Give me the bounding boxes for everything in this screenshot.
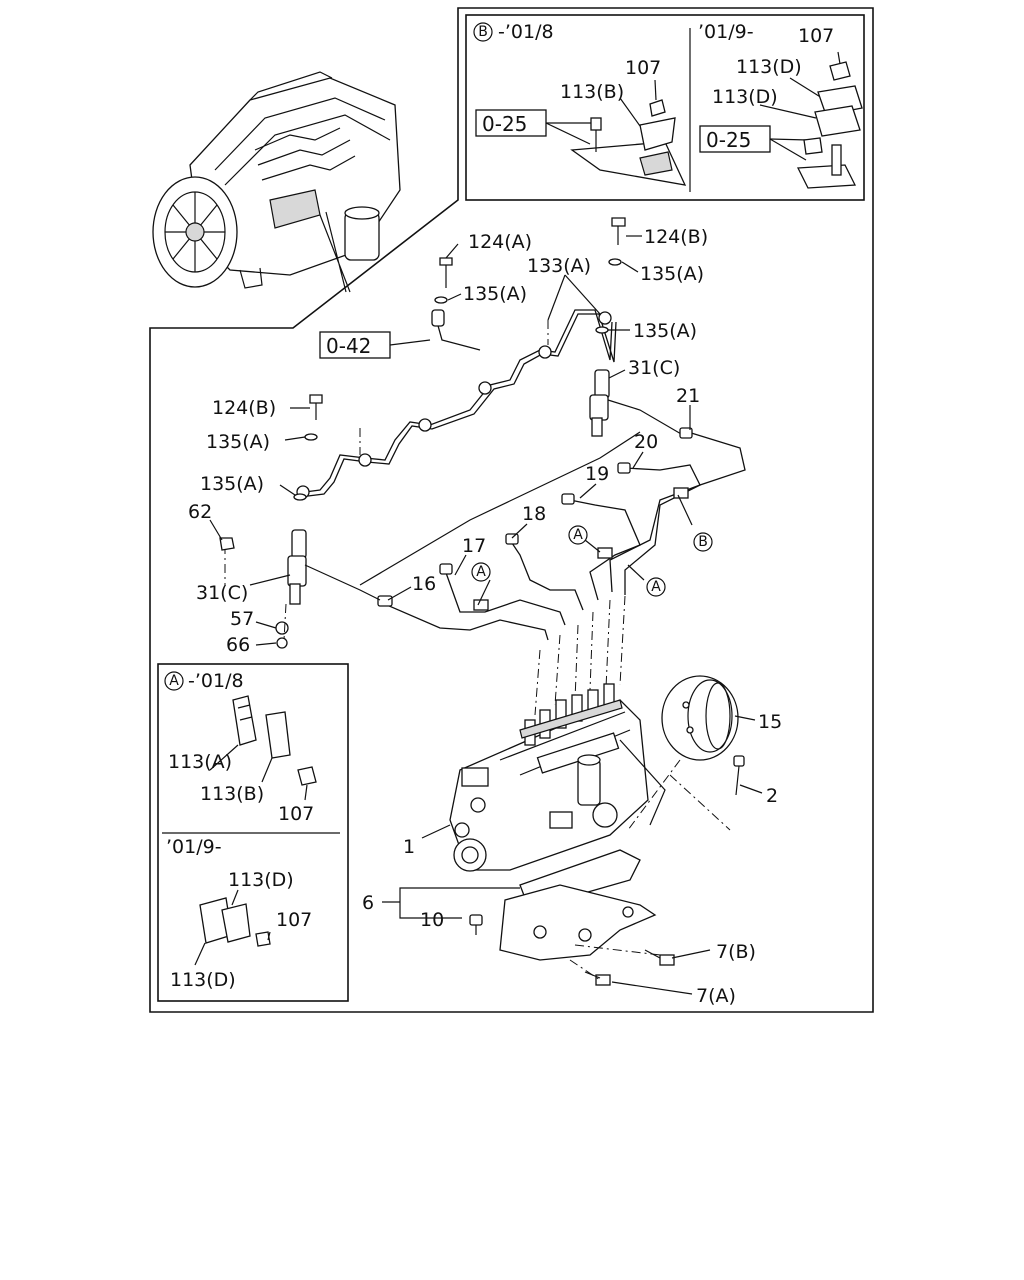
marker-a-3: A xyxy=(651,579,661,595)
callout-135a-5: 135(A) xyxy=(200,473,264,495)
marker-a-1: A xyxy=(573,527,583,543)
detail-a-marker: A xyxy=(169,673,179,689)
engine-overview-illustration xyxy=(152,71,401,293)
callout-124b-left: 124(B) xyxy=(212,397,276,419)
callout-124a: 124(A) xyxy=(468,231,532,253)
marker-a-2: A xyxy=(476,564,486,580)
callout-124b-top: 124(B) xyxy=(644,226,708,248)
callout-135a-2: 135(A) xyxy=(463,283,527,305)
callout-135a-4: 135(A) xyxy=(206,431,270,453)
detail-a-bottom-label-113d-1: 113(D) xyxy=(228,869,294,891)
callout-57: 57 xyxy=(230,608,254,630)
pump-bracket xyxy=(469,849,675,986)
detail-a-top-title: -’01/8 xyxy=(188,670,244,692)
injector-top xyxy=(589,369,689,439)
detail-a-panel: A -’01/8 113(A) 113(B) 107 ’01/9- 113(D)… xyxy=(157,663,349,1002)
detail-b-left-label-113b: 113(B) xyxy=(560,81,624,103)
detail-a-bottom-title: ’01/9- xyxy=(166,836,222,858)
callout-7a: 7(A) xyxy=(696,985,736,1007)
callout-31c-top: 31(C) xyxy=(628,357,680,379)
callout-labels: 124(A) 124(B) 133(A) 135(A) 135(A) 135(A… xyxy=(188,226,782,1007)
callout-7b: 7(B) xyxy=(716,941,756,963)
ref-0-42: 0-42 xyxy=(326,334,371,358)
callout-leaders xyxy=(209,235,763,995)
callout-66: 66 xyxy=(226,634,250,656)
main-diagram-frame xyxy=(149,7,874,1013)
callout-135a-3: 135(A) xyxy=(633,320,697,342)
timer-assembly xyxy=(627,675,745,831)
detail-b-marker: B xyxy=(478,24,488,40)
callout-10: 10 xyxy=(420,909,444,931)
callout-15: 15 xyxy=(758,711,782,733)
detail-a-bottom-label-107: 107 xyxy=(276,909,312,931)
callout-21: 21 xyxy=(676,385,700,407)
callout-16: 16 xyxy=(412,573,436,595)
injector-left xyxy=(219,529,307,649)
callout-6: 6 xyxy=(362,892,374,914)
callout-135a-1: 135(A) xyxy=(640,263,704,285)
circle-markers: A A A B xyxy=(471,525,713,597)
callout-20: 20 xyxy=(634,431,658,453)
callout-1: 1 xyxy=(403,836,415,858)
callout-31c-left: 31(C) xyxy=(196,582,248,604)
detail-b-panel: B -’01/8 ’01/9- 107 113(B) 0-25 107 113(… xyxy=(465,14,865,201)
detail-b-right-label-107: 107 xyxy=(798,25,834,47)
detail-b-right-ref-box xyxy=(699,125,771,153)
detail-b-left-title: -’01/8 xyxy=(498,21,554,43)
detail-b-right-label-113d-2: 113(D) xyxy=(712,86,778,108)
injection-pump xyxy=(449,683,666,872)
detail-a-top-label-113a: 113(A) xyxy=(168,751,232,773)
detail-b-right-label-113d-1: 113(D) xyxy=(736,56,802,78)
callout-62: 62 xyxy=(188,501,212,523)
detail-a-top-label-113b: 113(B) xyxy=(200,783,264,805)
detail-a-top-label-107: 107 xyxy=(278,803,314,825)
detail-b-left-label-107: 107 xyxy=(625,57,661,79)
marker-b-1: B xyxy=(698,534,708,550)
callout-18: 18 xyxy=(522,503,546,525)
callout-2: 2 xyxy=(766,785,778,807)
detail-b-right-ref: 0-25 xyxy=(706,128,751,152)
detail-b-left-ref-box xyxy=(475,109,547,137)
detail-b-left-ref: 0-25 xyxy=(482,112,527,136)
callout-133a: 133(A) xyxy=(527,255,591,277)
callout-17: 17 xyxy=(462,535,486,557)
detail-a-bottom-label-113d-2: 113(D) xyxy=(170,969,236,991)
callout-19: 19 xyxy=(585,463,609,485)
injection-pipes xyxy=(304,427,746,716)
detail-b-right-title: ’01/9- xyxy=(698,21,754,43)
leak-off-pipe-assembly xyxy=(293,217,626,501)
